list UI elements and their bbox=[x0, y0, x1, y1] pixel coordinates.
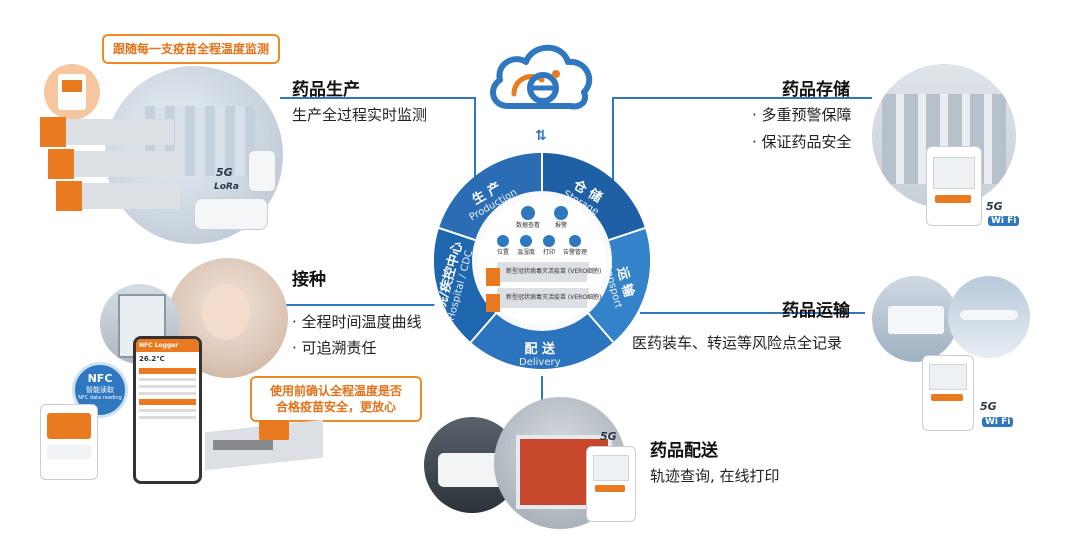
transport-wifi-badge: Wi Fi bbox=[982, 417, 1014, 427]
callout-confirm-temp: 使用前确认全程温度是否 合格疫苗安全，更放心 bbox=[250, 376, 422, 422]
production-vaccine-boxes bbox=[36, 115, 186, 220]
vaccination-bullet-2: · 可追溯责任 bbox=[292, 339, 377, 357]
delivery-temp-logger bbox=[586, 446, 636, 522]
storage-temp-logger bbox=[926, 146, 982, 226]
center-icon-data: 数据查看 bbox=[516, 206, 540, 229]
center-icon-label: 打印 bbox=[543, 249, 556, 256]
center-icon-temp: 温湿度 bbox=[517, 235, 535, 256]
center-icon-manage: 告警管理 bbox=[563, 235, 587, 256]
location-icon bbox=[496, 235, 509, 247]
storage-bullet-1: · 多重预警保障 bbox=[752, 106, 852, 124]
connector-transport-h bbox=[640, 312, 865, 314]
transport-desc: 医药装车、转运等风险点全记录 bbox=[632, 334, 843, 352]
phone-nfc-app: NFC Logger 26.2℃ bbox=[133, 336, 202, 484]
center-icon-label: 告警管理 bbox=[563, 249, 588, 256]
nfc-sub-label: 智能读取 bbox=[86, 386, 114, 394]
connector-production-v bbox=[474, 97, 476, 192]
lora-gateway bbox=[194, 198, 268, 230]
center-icon-alarm: 报警 bbox=[554, 206, 568, 229]
ring-delivery-en: Delivery bbox=[519, 357, 561, 368]
nfc-label: NFC bbox=[87, 372, 113, 385]
phone-app-header: NFC Logger bbox=[136, 339, 199, 352]
connector-vaccination-h bbox=[285, 304, 435, 306]
delivery-5g-badge: 5G bbox=[600, 430, 617, 443]
connector-storage-v bbox=[612, 97, 614, 192]
transport-title: 药品运输 bbox=[782, 301, 850, 321]
alarm-icon bbox=[554, 206, 568, 220]
sync-arrows-icon: ⇅ bbox=[535, 128, 547, 144]
logger-closeup-photo bbox=[44, 64, 100, 120]
center-icon-label: 位置 bbox=[496, 249, 509, 256]
truck-photo bbox=[872, 276, 958, 362]
production-5g-badge: 5G bbox=[216, 166, 233, 179]
center-icon-grid: 数据查看 报警 位置 温湿度 打印 告警管理 bbox=[494, 206, 590, 256]
vaccine-box-label: 新型冠状病毒灭活疫苗 (VERO细胞) bbox=[506, 268, 602, 275]
storage-wifi-badge: Wi Fi bbox=[988, 216, 1020, 226]
callout-follow-vaccine: 跟随每一支疫苗全程温度监测 bbox=[102, 34, 281, 64]
connector-production-h bbox=[280, 97, 475, 99]
production-desc: 生产全过程实时监测 bbox=[292, 106, 428, 124]
center-icon-location: 位置 bbox=[496, 235, 509, 256]
center-icon-label: 温湿度 bbox=[516, 249, 535, 256]
thermometer-icon bbox=[519, 235, 532, 247]
storage-title: 药品存储 bbox=[782, 80, 850, 100]
center-vaccine-boxes: 新型冠状病毒灭活疫苗 (VERO细胞) 新型冠状病毒灭活疫苗 (VERO细胞) bbox=[482, 258, 601, 328]
airplane-photo bbox=[948, 276, 1030, 358]
delivery-desc: 轨迹查询, 在线打印 bbox=[650, 467, 780, 485]
vaccine-box-end bbox=[486, 294, 500, 312]
production-lora-badge: LoRa bbox=[214, 182, 239, 192]
vaccination-title: 接种 bbox=[292, 270, 326, 290]
vaccination-bullet-1: · 全程时间温度曲线 bbox=[292, 313, 422, 331]
settings-icon bbox=[569, 235, 582, 247]
chart-icon bbox=[520, 206, 535, 220]
center-icon-label: 数据查看 bbox=[515, 222, 540, 229]
vaccine-box-end bbox=[486, 268, 500, 286]
storage-bullet-2: · 保证药品安全 bbox=[752, 133, 852, 151]
connector-delivery-v bbox=[541, 376, 543, 412]
production-title: 药品生产 bbox=[292, 80, 360, 100]
phone-reading: 26.2℃ bbox=[139, 355, 165, 363]
connector-storage-h bbox=[612, 97, 872, 99]
production-logger bbox=[248, 150, 276, 192]
vaccine-box-label: 新型冠状病毒灭活疫苗 (VERO细胞) bbox=[506, 294, 602, 301]
ring-label-delivery: 配 送 Delivery bbox=[519, 338, 561, 368]
nfc-tag-logger bbox=[40, 404, 98, 480]
transport-temp-logger bbox=[922, 355, 974, 431]
center-icon-print: 打印 bbox=[543, 235, 555, 256]
cloud-logo bbox=[490, 44, 593, 110]
ring-delivery-cn: 配 送 bbox=[524, 342, 556, 357]
storage-5g-badge: 5G bbox=[986, 200, 1003, 213]
printer-icon bbox=[543, 235, 555, 247]
center-icon-label: 报警 bbox=[554, 222, 567, 229]
transport-5g-badge: 5G bbox=[980, 400, 997, 413]
delivery-title: 药品配送 bbox=[650, 441, 718, 461]
vaccination-vaccine-box bbox=[195, 418, 325, 476]
nfc-note: NFC data reading bbox=[78, 395, 122, 401]
